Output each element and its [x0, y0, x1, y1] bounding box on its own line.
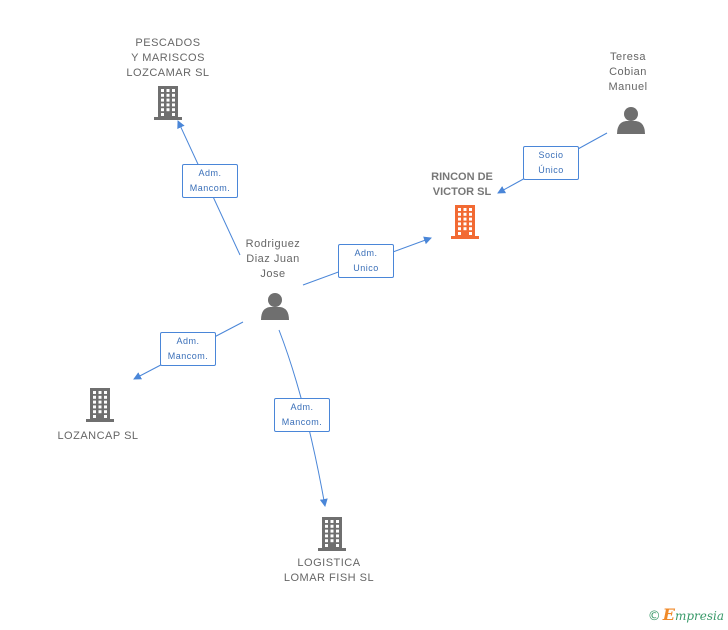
node-label-pescados[interactable]: PESCADOS Y MARISCOS LOZCAMAR SL [126, 37, 210, 79]
edge-label-rodriguez-to-pescados[interactable]: Adm. Mancom. [182, 164, 238, 198]
person-icon-teresa[interactable] [617, 107, 645, 134]
edge-label-rodriguez-to-lozancap[interactable]: Adm. Mancom. [160, 332, 216, 366]
brand-name: mpresia [674, 609, 724, 623]
node-label-teresa[interactable]: Teresa Cobian Manuel [608, 51, 648, 93]
edge-label-rodriguez-to-rincon[interactable]: Adm. Unico [338, 244, 394, 278]
node-label-rodriguez[interactable]: Rodriguez Diaz Juan Jose [245, 238, 301, 280]
building-icon-rincon[interactable] [451, 205, 479, 239]
edge-label-teresa-to-rincon[interactable]: Socio Único [523, 146, 579, 180]
building-icon-pescados[interactable] [154, 86, 182, 120]
copyright-symbol: © [647, 609, 661, 624]
empresia-brand[interactable]: ©Empresia [648, 605, 724, 624]
brand-initial: E [662, 605, 675, 624]
node-label-rincon[interactable]: RINCON DE VICTOR SL [431, 171, 493, 198]
building-icon-logistica[interactable] [318, 517, 346, 551]
node-label-logistica[interactable]: LOGISTICA LOMAR FISH SL [283, 557, 375, 584]
node-label-lozancap[interactable]: LOZANCAP SL [57, 430, 139, 442]
building-icon-lozancap[interactable] [86, 388, 114, 422]
person-icon-rodriguez[interactable] [261, 293, 289, 320]
edge-label-rodriguez-to-logistica[interactable]: Adm. Mancom. [274, 398, 330, 432]
